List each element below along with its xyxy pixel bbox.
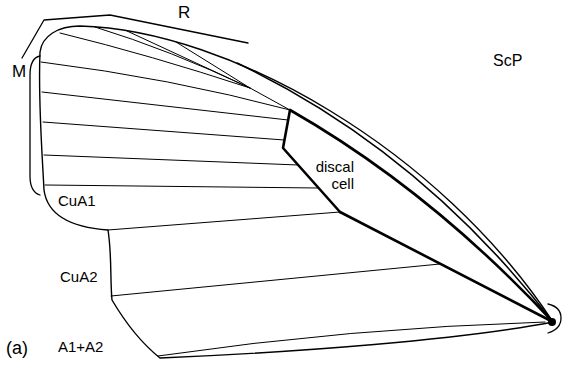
subcosta-bracket <box>548 304 561 333</box>
medial-vein <box>45 185 318 188</box>
panel-letter: (a) <box>6 338 28 358</box>
part-label: ScP <box>493 52 522 70</box>
discal-cell-upper <box>290 110 553 322</box>
radial-vein <box>41 62 290 110</box>
wing-base <box>548 318 556 326</box>
medial-vein <box>43 122 284 140</box>
vein-label: CuA1 <box>58 192 96 209</box>
cubital-vein <box>108 212 340 230</box>
vein-label: CuA2 <box>60 268 98 285</box>
medial-vein <box>44 155 298 165</box>
radial-bracket <box>22 15 248 58</box>
part-label: M <box>12 62 26 81</box>
part-label: discal cell <box>302 158 354 192</box>
radial-vein <box>95 27 250 88</box>
discal-cell-lower <box>340 212 553 322</box>
subcosta-vein <box>237 63 553 322</box>
cubital-vein <box>111 264 440 296</box>
medial-bracket <box>30 56 40 195</box>
radial-vein <box>176 42 250 88</box>
wing-outline <box>39 26 553 358</box>
medial-vein <box>42 92 288 120</box>
vein-label: A1+A2 <box>58 338 103 355</box>
radial-stalk <box>250 88 290 110</box>
part-label: R <box>178 3 190 22</box>
anal-vein <box>158 322 545 356</box>
